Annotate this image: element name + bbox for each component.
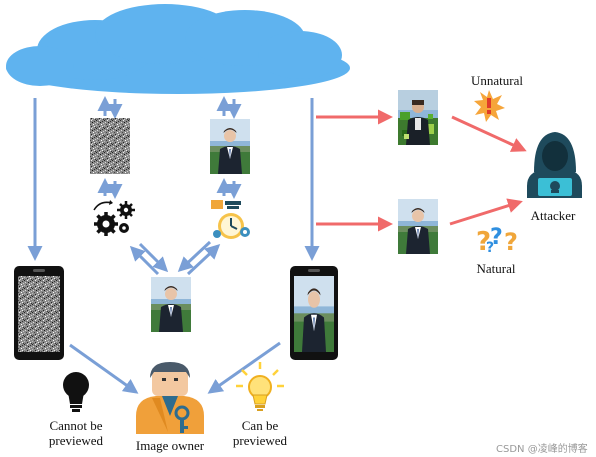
cannot-be-previewed-label-line1: Cannot be	[49, 418, 103, 433]
right-phone-to-owner-arrow	[207, 341, 281, 394]
lightbulb-off-icon	[63, 372, 89, 412]
right-phone	[290, 266, 338, 360]
svg-text:?: ?	[490, 225, 503, 250]
natural-to-attacker-arrow	[449, 198, 523, 226]
reconstructed-photo	[151, 277, 191, 332]
left-phone	[14, 266, 64, 360]
svg-text:?: ?	[476, 227, 491, 257]
gears-icon	[93, 200, 135, 236]
question-marks-icon: ? ? ? ?	[476, 225, 518, 257]
photo-to-gears-arrow	[129, 245, 160, 276]
watermark: CSDN @凌峰的博客	[496, 444, 588, 455]
image-owner-label: Image owner	[135, 438, 205, 453]
can-be-previewed-label-line1: Can be	[241, 418, 279, 433]
natural-image	[398, 199, 438, 254]
lightbulb-on-icon	[236, 362, 284, 411]
blue-arrows	[27, 96, 320, 394]
svg-text:?: ?	[486, 240, 494, 256]
thumbnail-preserving-image	[210, 119, 250, 174]
unnatural-image	[398, 90, 438, 145]
cannot-be-previewed-label-line2: previewed	[48, 433, 104, 448]
attacker-label: Attacker	[530, 208, 576, 223]
can-be-previewed-label-line2: previewed	[232, 433, 288, 448]
image-owner-icon	[136, 362, 204, 434]
photo-to-settings-arrow	[186, 243, 221, 276]
unnatural-to-attacker-arrow	[451, 115, 527, 152]
settings-clock-icon	[211, 200, 250, 239]
red-arrows	[316, 109, 527, 232]
natural-label: Natural	[476, 261, 516, 276]
attacker-icon	[527, 132, 582, 198]
gears-to-photo-arrow-a	[138, 242, 169, 273]
left-phone-to-owner-arrow	[69, 343, 139, 394]
svg-text:?: ?	[504, 228, 518, 256]
cloud-icon	[6, 4, 350, 94]
unnatural-label: Unnatural	[471, 73, 523, 88]
warning-burst-icon	[474, 90, 505, 122]
encrypted-noise-image	[90, 118, 130, 174]
